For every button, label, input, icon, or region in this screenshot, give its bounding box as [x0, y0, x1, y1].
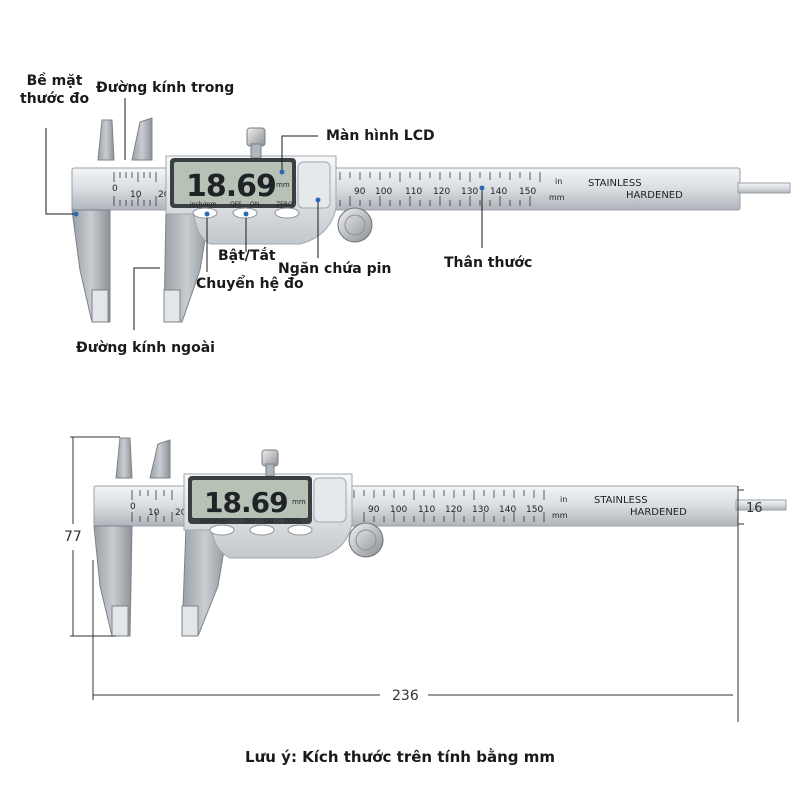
depth-rod-b [735, 499, 787, 511]
lcd-unit: mm [276, 181, 290, 189]
brand-hardened-b: HARDENED [630, 507, 687, 518]
brand-stainless: STAINLESS [588, 178, 642, 189]
on-off-button-b[interactable] [249, 524, 275, 536]
outer-jaw-fixed-tip-b [111, 605, 129, 637]
btn-label-on-b: ON [264, 518, 273, 525]
label-inner-diameter: Đường kính trong [96, 80, 235, 96]
label-ruler-body: Thân thước [444, 255, 533, 271]
scale-label-10-b: 10 [148, 508, 160, 518]
thumb-wheel-inner [344, 214, 366, 236]
scale-label-120: 120 [433, 187, 450, 197]
thumb-wheel-b[interactable] [348, 522, 384, 558]
lock-screw-stem-b [265, 463, 275, 477]
scale-label-90: 90 [354, 187, 366, 197]
thumb-wheel[interactable] [337, 207, 373, 243]
scale-unit-mm: mm [549, 193, 565, 202]
scale-unit-in: in [555, 177, 562, 186]
callout-dots [73, 169, 485, 217]
outer-jaw-slide-tip-b [181, 605, 199, 637]
scale-label-100-b: 100 [390, 505, 407, 515]
scale-label-150: 150 [519, 187, 536, 197]
inner-jaw-slide-b [149, 439, 171, 479]
scale-label-90-b: 90 [368, 505, 380, 515]
btn-label-zero-b: ZERO [284, 518, 301, 525]
scale-label-0: 0 [112, 184, 118, 194]
scale-label-130: 130 [461, 187, 478, 197]
scale-unit-in-b: in [560, 495, 567, 504]
scale-unit-mm-b: mm [552, 511, 568, 520]
label-lcd-screen: Màn hình LCD [326, 128, 435, 144]
label-on-off: Bật/Tắt [218, 248, 276, 264]
label-outer-diameter: Đường kính ngoài [76, 340, 215, 356]
scale-right-ticks-b [353, 490, 545, 522]
scale-right-ticks [339, 172, 541, 206]
lcd-reading: 18.69 [186, 169, 276, 204]
scale-label-150-b: 150 [526, 505, 543, 515]
caliper-top: 0 10 20 [71, 117, 791, 323]
btn-label-off: OFF [230, 201, 242, 208]
caliper-bottom: 0 10 20 [93, 437, 787, 637]
scale-label-120-b: 120 [445, 505, 462, 515]
zero-button[interactable] [274, 207, 300, 219]
btn-label-zero: ZERO [276, 201, 293, 208]
lock-screw-stem [250, 143, 262, 159]
btn-label-on: ON [250, 201, 259, 208]
lock-screw [246, 127, 266, 147]
dim-depth-rod: 16 [746, 501, 763, 516]
label-measuring-surface-line2: thước đo [20, 91, 90, 107]
outer-jaw-slide-tip [163, 289, 181, 323]
scale-label-130-b: 130 [472, 505, 489, 515]
scale-label-140: 140 [490, 187, 507, 197]
brand-stainless-b: STAINLESS [594, 495, 648, 506]
callout-lines [45, 98, 483, 330]
label-battery-compartment: Ngăn chứa pin [278, 261, 392, 277]
scale-label-140-b: 140 [499, 505, 516, 515]
battery-cover-b [313, 477, 347, 523]
outer-jaw-tip [91, 289, 109, 323]
label-unit-switch: Chuyển hệ đo [196, 276, 304, 292]
lcd-unit-b: mm [292, 498, 306, 506]
inner-jaw-fixed-b [115, 437, 133, 479]
scale-label-110: 110 [405, 187, 422, 197]
inner-jaw-slide [131, 117, 153, 161]
scale-left-ticks [113, 172, 157, 206]
depth-rod [737, 182, 791, 194]
btn-label-off-b: OFF [244, 518, 256, 525]
dim-length: 236 [392, 688, 419, 704]
scale-label-0-b: 0 [130, 502, 136, 512]
btn-label-inch: inch/mm [190, 201, 216, 208]
inner-jaw-fixed [97, 119, 115, 161]
label-measuring-surface-line1: Bề mặt [26, 73, 83, 89]
lcd-screen-b [192, 480, 308, 518]
zero-button-b[interactable] [287, 524, 313, 536]
btn-label-inch-b: inch/mm [200, 518, 226, 525]
lcd-reading-b: 18.69 [204, 486, 288, 519]
scale-label-10: 10 [130, 190, 142, 200]
lcd-screen [174, 162, 292, 204]
scale-label-110-b: 110 [418, 505, 435, 515]
thumb-wheel-inner-b [355, 529, 377, 551]
scale-label-20: 20 [158, 190, 170, 200]
label-measuring-surface: Bề mặt thước đo [20, 72, 89, 108]
scale-label-100: 100 [375, 187, 392, 197]
dimension-lines [70, 436, 744, 722]
inch-mm-button-b[interactable] [209, 524, 235, 536]
scale-left-ticks-b [131, 490, 173, 522]
units-note: Lưu ý: Kích thước trên tính bằng mm [245, 748, 555, 766]
battery-cover [297, 161, 331, 209]
brand-hardened: HARDENED [626, 190, 683, 201]
dim-height: 77 [64, 529, 82, 545]
scale-label-20-b: 20 [175, 508, 187, 518]
